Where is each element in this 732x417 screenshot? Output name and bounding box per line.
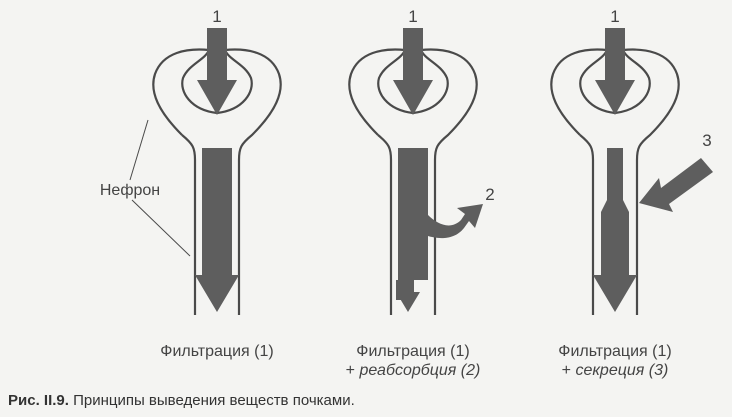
arrow-label-1: 1 (212, 7, 221, 26)
figure-number: Рис. II.9. (8, 392, 69, 409)
arrow-label-2: 2 (485, 185, 494, 204)
filtrate-arrow (396, 148, 428, 300)
nephron-callout: Нефрон (100, 119, 191, 257)
inflow-arrow (393, 28, 433, 115)
label-line-1: Фильтрация (1) (160, 343, 274, 360)
arrow-label-1: 1 (408, 7, 417, 26)
label-line-1: Фильтрация (1) (558, 343, 672, 360)
panel-label-secretion: Фильтрация (1) + секреция (3) (515, 342, 715, 380)
panel-label-filtration: Фильтрация (1) (117, 342, 317, 361)
secretion-arrow (639, 158, 713, 212)
arrow-label-1: 1 (610, 7, 619, 26)
reabsorption-arrow (428, 204, 483, 239)
filtrate-arrow (195, 148, 239, 312)
panel-label-reabsorption: Фильтрация (1) + реабсорбция (2) (313, 342, 513, 380)
arrow-label-3: 3 (702, 131, 711, 150)
plus-sign: + (561, 362, 572, 379)
inflow-arrow (197, 28, 237, 115)
panel-secretion: 1 3 (550, 7, 713, 317)
inflow-arrow (595, 28, 635, 115)
plus-sign: + (345, 362, 355, 379)
caption-text: Принципы выведения веществ почками. (73, 392, 355, 409)
panel-filtration: 1 (152, 7, 282, 317)
nephron-label: Нефрон (100, 182, 160, 199)
process-name: секреция (3) (575, 362, 669, 379)
filtrate-arrow (593, 148, 637, 312)
panel-reabsorption: 1 2 (348, 7, 495, 317)
process-name: реабсорбция (2) (359, 362, 481, 379)
label-line-1: Фильтрация (1) (356, 343, 470, 360)
label-line-2: + секреция (3) (515, 361, 715, 380)
label-line-2: + реабсорбция (2) (313, 361, 513, 380)
kidney-excretion-diagram: 1 1 2 1 3 Нефрон (100, 7, 713, 317)
figure-caption: Рис. II.9. Принципы выведения веществ по… (8, 392, 355, 409)
filtrate-arrow-head (396, 280, 420, 312)
